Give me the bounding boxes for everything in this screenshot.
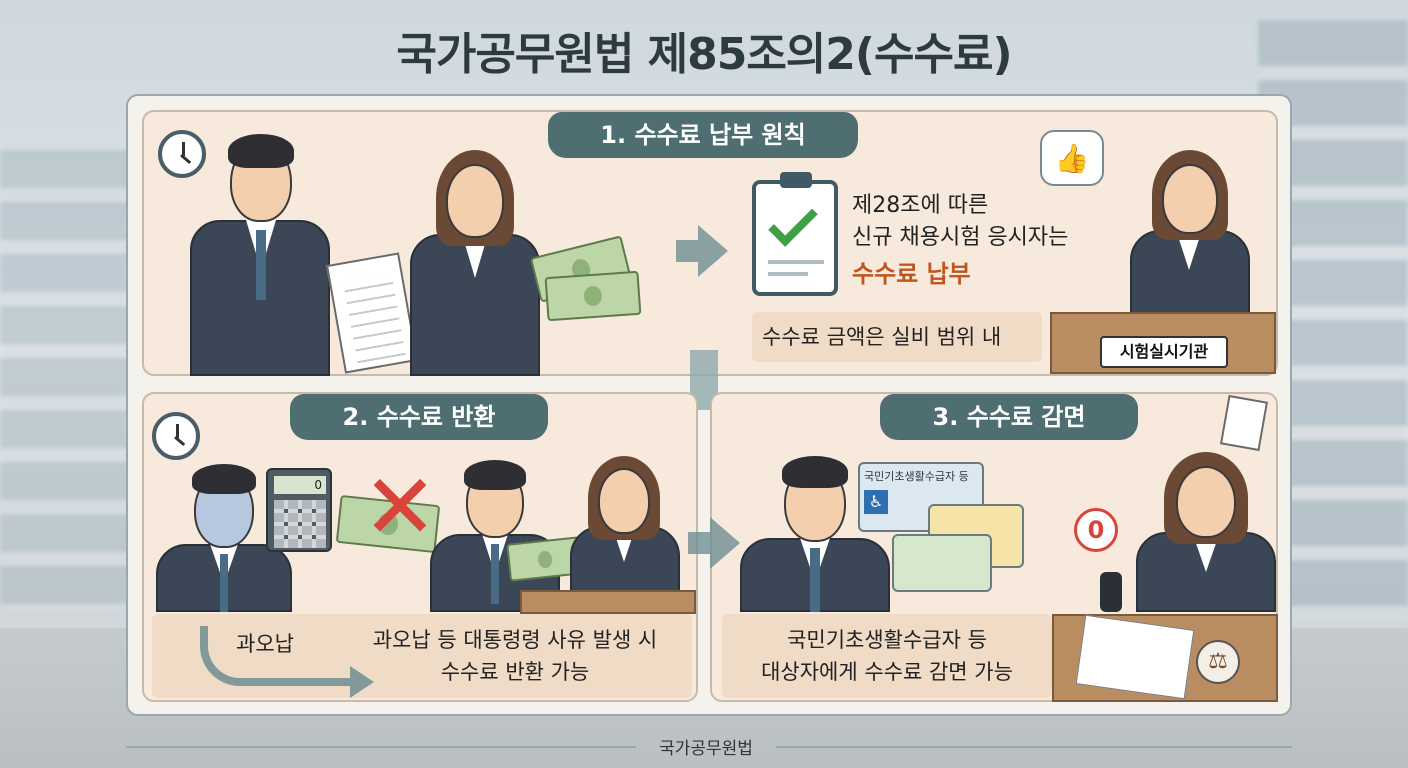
exam-agency-label: 시험실시기관 [1100, 336, 1228, 368]
exemption-official-woman-figure [1136, 452, 1276, 612]
overpayment-label: 과오납 [236, 632, 294, 656]
exemption-rule-line1: 국민기초생활수급자 등 [787, 628, 987, 652]
stamp-icon [1100, 572, 1122, 612]
footer-divider-right [776, 746, 1292, 748]
tab-fee-exemption: 3. 수수료 감면 [880, 394, 1138, 440]
exemption-document [1075, 614, 1195, 700]
tab-fee-refund: 2. 수수료 반환 [290, 394, 548, 440]
exemption-text-box [722, 614, 1052, 698]
id-card [892, 534, 992, 592]
footer-divider-left [126, 746, 636, 748]
x-mark-icon: ✕ [362, 455, 438, 560]
exemption-rule-line2: 대상자에게 수수료 감면 가능 [761, 660, 1013, 684]
calculator-display: 0 [274, 476, 326, 494]
fee-amount-note: 수수료 금액은 실비 범위 내 [752, 312, 1042, 362]
payment-rule-line2: 신규 채용시험 응시자는 [852, 225, 1069, 250]
payment-highlight: 수수료 납부 [852, 260, 971, 288]
arrow-right-icon [710, 517, 740, 569]
refund-rule-line2: 수수료 반환 가능 [440, 660, 590, 684]
footer-label: 국가공무원법 [659, 739, 753, 759]
background-building-left [0, 150, 150, 610]
arrow-right-icon [698, 225, 728, 277]
beneficiary-card: 국민기초생활수급자 등 ♿ [858, 462, 984, 532]
thumbs-up-icon: 👍 [1040, 130, 1104, 186]
refund-rule-text: 과오납 등 대통령령 사유 발생 시 수수료 반환 가능 [345, 624, 685, 688]
card-label: 국민기초생활수급자 등 [864, 470, 969, 483]
official-woman-figure [1120, 150, 1260, 320]
calculator-icon: 0 [266, 468, 332, 552]
applicant-woman-figure [400, 150, 550, 376]
refund-desk [520, 590, 696, 614]
applicant-man-figure [190, 130, 330, 376]
refund-rule-line1: 과오납 등 대통령령 사유 발생 시 [372, 628, 658, 652]
exemption-rule-text: 국민기초생활수급자 등 대상자에게 수수료 감면 가능 [726, 624, 1048, 688]
curved-arrow-icon [200, 626, 374, 698]
beneficiary-man-figure [740, 456, 890, 612]
page-title: 국가공무원법 제85조의2(수수료) [396, 29, 1012, 80]
payment-rule-line1: 제28조에 따른 [852, 193, 989, 218]
document-gavel-icon [1219, 394, 1269, 452]
tab-payment-principle: 1. 수수료 납부 원칙 [548, 112, 858, 158]
wheelchair-icon: ♿ [864, 490, 888, 514]
clock-icon [152, 412, 200, 460]
arrow-right-icon [676, 240, 698, 262]
zero-fee-badge: 0 [1074, 508, 1118, 552]
refund-official-woman-figure [570, 456, 680, 596]
gavel-icon: ⚖ [1196, 640, 1240, 684]
payment-rule-text: 제28조에 따른 신규 채용시험 응시자는 [852, 190, 1068, 254]
arrow-right-icon [688, 532, 710, 554]
clock-icon [158, 130, 206, 178]
worried-man-figure [156, 464, 292, 612]
cash-icon [544, 270, 642, 322]
clipboard-check-icon [752, 172, 838, 296]
